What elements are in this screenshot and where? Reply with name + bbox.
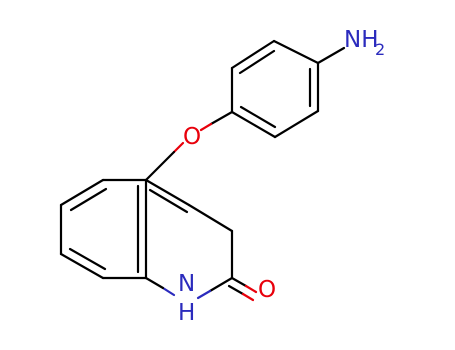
bond	[144, 178, 191, 207]
bond	[238, 49, 276, 75]
bond	[187, 203, 234, 233]
bond	[59, 252, 105, 280]
bond	[69, 187, 108, 212]
bond	[227, 284, 245, 296]
ring-nitrogen-h-label: H	[178, 300, 195, 326]
pyridone-ring	[144, 178, 234, 300]
bond	[161, 286, 176, 297]
bond	[196, 289, 212, 300]
carbonyl-oxygen-label: O	[258, 277, 276, 303]
ether-oxygen-label: O	[183, 124, 201, 150]
benzo-ring	[59, 178, 148, 280]
amine-subscript: 2	[375, 40, 385, 59]
aminophenyl-ring	[230, 39, 320, 139]
amine-label: NH	[344, 27, 379, 53]
bond	[239, 105, 277, 129]
bond	[244, 284, 258, 294]
bond	[209, 110, 234, 126]
bond	[148, 188, 189, 214]
bond	[230, 110, 277, 139]
bond	[59, 178, 105, 207]
bond	[144, 150, 176, 182]
bond	[172, 141, 185, 154]
bond	[273, 109, 320, 139]
bond	[144, 276, 165, 290]
bond	[199, 122, 213, 132]
bond	[316, 46, 346, 65]
bond	[208, 276, 234, 293]
bond	[272, 39, 320, 65]
bond	[230, 276, 248, 288]
bond	[230, 39, 276, 70]
bond	[68, 247, 107, 271]
bond	[241, 292, 255, 302]
ring-nitrogen-label: N	[178, 271, 195, 297]
